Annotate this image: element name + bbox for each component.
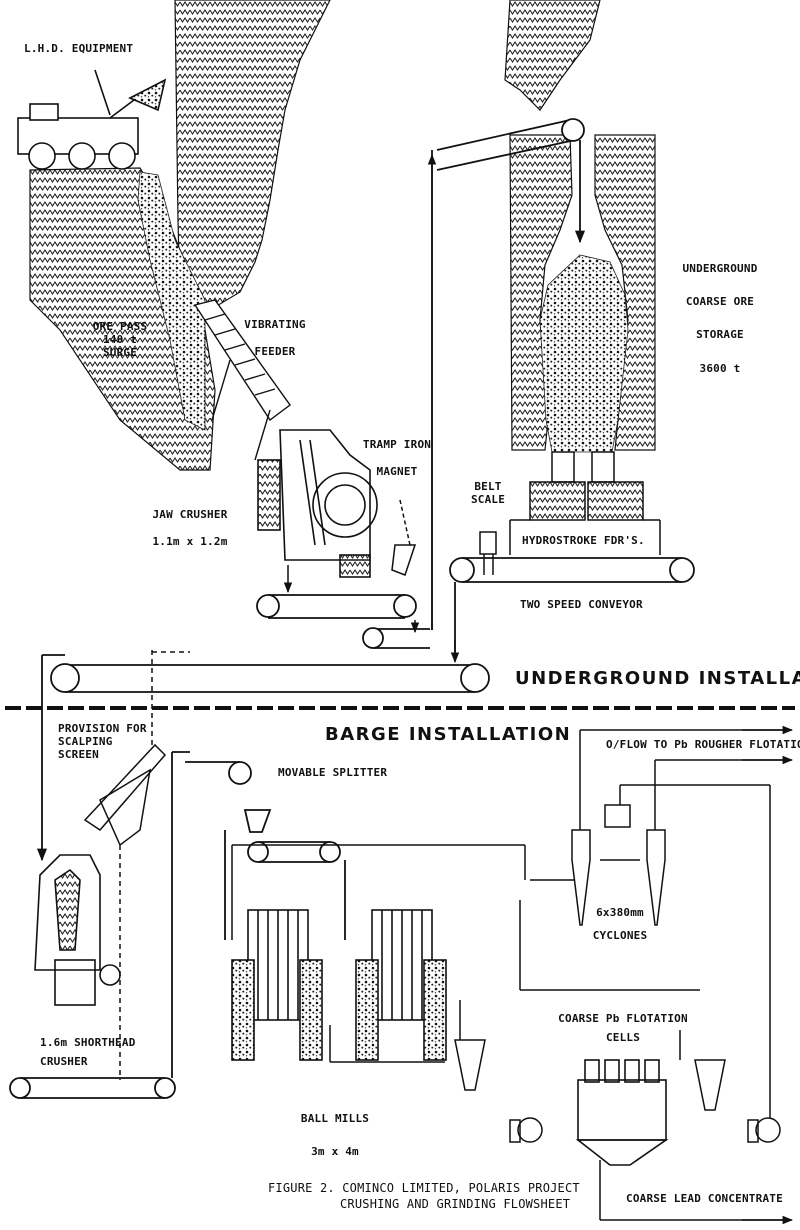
label-tramp-iron-line1: TRAMP IRON xyxy=(362,438,432,451)
label-storage-line1: UNDERGROUND xyxy=(682,262,758,275)
label-storage-line2: COARSE ORE xyxy=(685,295,755,309)
label-shorthead-line2: CRUSHER xyxy=(40,1055,88,1069)
label-ore-pass: ORE PASS 140 t SURGE xyxy=(70,320,170,360)
ore-pass-fill xyxy=(137,171,206,431)
label-jaw-crusher-line1: JAW CRUSHER xyxy=(152,508,228,521)
figure-caption: FIGURE 2. COMINCO LIMITED, POLARIS PROJE… xyxy=(268,1180,580,1212)
belt-scale xyxy=(479,531,497,575)
label-scalping-screen: PROVISION FOR SCALPING SCREEN xyxy=(58,722,147,762)
tramp-iron-magnet xyxy=(391,499,417,576)
label-ball-mills-line2: 3m x 4m xyxy=(311,1145,359,1159)
label-jaw-crusher: JAW CRUSHER 1.1m x 1.2m xyxy=(130,508,250,548)
circuit-lines xyxy=(231,729,790,1221)
label-ball-mills-line1: BALL MILLS xyxy=(300,1112,370,1125)
rock-top-right xyxy=(504,0,601,111)
label-coarse-ore-storage: UNDERGROUND COARSE ORE STORAGE 3600 t xyxy=(660,262,780,375)
storage-ore-fill xyxy=(539,254,629,453)
shorthead-crusher xyxy=(34,854,121,1006)
label-vibrating-feeder: VIBRATING FEEDER xyxy=(225,318,325,358)
label-jaw-crusher-line2: 1.1m x 1.2m xyxy=(152,535,228,549)
hydrostroke-feeders xyxy=(509,451,661,555)
sumps-pumps xyxy=(454,1039,781,1143)
label-ore-pass-line2: 140 t xyxy=(102,333,138,347)
label-storage-line3: STORAGE xyxy=(696,328,744,342)
vibrating-feeder xyxy=(193,299,291,461)
label-vibrating-feeder-line1: VIBRATING xyxy=(244,318,306,331)
label-ore-pass-line3: SURGE xyxy=(102,346,138,360)
label-cyclones: 6x380mm CYCLONES xyxy=(580,906,660,942)
label-flotation-cells: COARSE Pb FLOTATION CELLS xyxy=(548,1012,698,1044)
label-cyclones-line2: CYCLONES xyxy=(592,929,648,943)
label-lhd-equipment: L.H.D. EQUIPMENT xyxy=(24,42,134,55)
label-flotation-line1: COARSE Pb FLOTATION xyxy=(558,1012,688,1025)
conveyor-barge-bottom xyxy=(9,751,190,1099)
cyclones xyxy=(571,804,666,926)
ball-mills xyxy=(231,909,447,1061)
label-hydrostroke: HYDROSTROKE FDR'S. xyxy=(522,534,645,547)
label-ball-mills: BALL MILLS 3m x 4m xyxy=(290,1112,380,1158)
label-belt-scale: BELT SCALE xyxy=(458,480,518,506)
label-tramp-iron-magnet: TRAMP IRON MAGNET xyxy=(352,438,442,478)
label-belt-scale-line2: SCALE xyxy=(470,493,506,507)
label-movable-splitter: MOVABLE SPLITTER xyxy=(278,766,388,779)
scalping-screen xyxy=(83,650,190,1080)
label-belt-scale-line1: BELT xyxy=(474,480,502,493)
label-cyclones-line1: 6x380mm xyxy=(596,906,644,919)
label-underground-installation: UNDERGROUND INSTALLATION xyxy=(515,668,800,689)
jaw-crusher xyxy=(257,429,378,578)
conveyors-underground xyxy=(50,118,695,693)
label-two-speed-conveyor: TWO SPEED CONVEYOR xyxy=(520,598,643,611)
figure-caption-line2: CRUSHING AND GRINDING FLOWSHEET xyxy=(340,1197,571,1212)
label-barge-installation: BARGE INSTALLATION xyxy=(325,724,572,745)
splitter-conveyors xyxy=(185,761,346,940)
label-vibrating-feeder-line2: FEEDER xyxy=(254,345,296,359)
figure-caption-line1: FIGURE 2. COMINCO LIMITED, POLARIS PROJE… xyxy=(268,1181,580,1195)
rock-storage-left xyxy=(509,134,573,451)
label-scalping-line2: SCALPING xyxy=(58,735,113,749)
label-scalping-line1: PROVISION FOR xyxy=(58,722,147,735)
label-storage-line4: 3600 t xyxy=(699,361,741,375)
label-tramp-iron-line2: MAGNET xyxy=(376,465,418,479)
label-scalping-line3: SCREEN xyxy=(58,748,99,762)
label-ore-pass-line1: ORE PASS xyxy=(92,320,148,333)
label-shorthead-crusher: 1.6m SHORTHEAD CRUSHER xyxy=(40,1036,136,1068)
label-flotation-line2: CELLS xyxy=(605,1031,641,1045)
label-coarse-lead-concentrate: COARSE LEAD CONCENTRATE xyxy=(626,1192,783,1205)
lhd-loader xyxy=(17,69,167,170)
flotation-cells xyxy=(575,1059,669,1166)
label-shorthead-line1: 1.6m SHORTHEAD xyxy=(40,1036,136,1049)
label-overflow: O/FLOW TO Pb ROUGHER FLOTATION xyxy=(606,738,800,751)
rock-central-mass xyxy=(174,0,331,311)
